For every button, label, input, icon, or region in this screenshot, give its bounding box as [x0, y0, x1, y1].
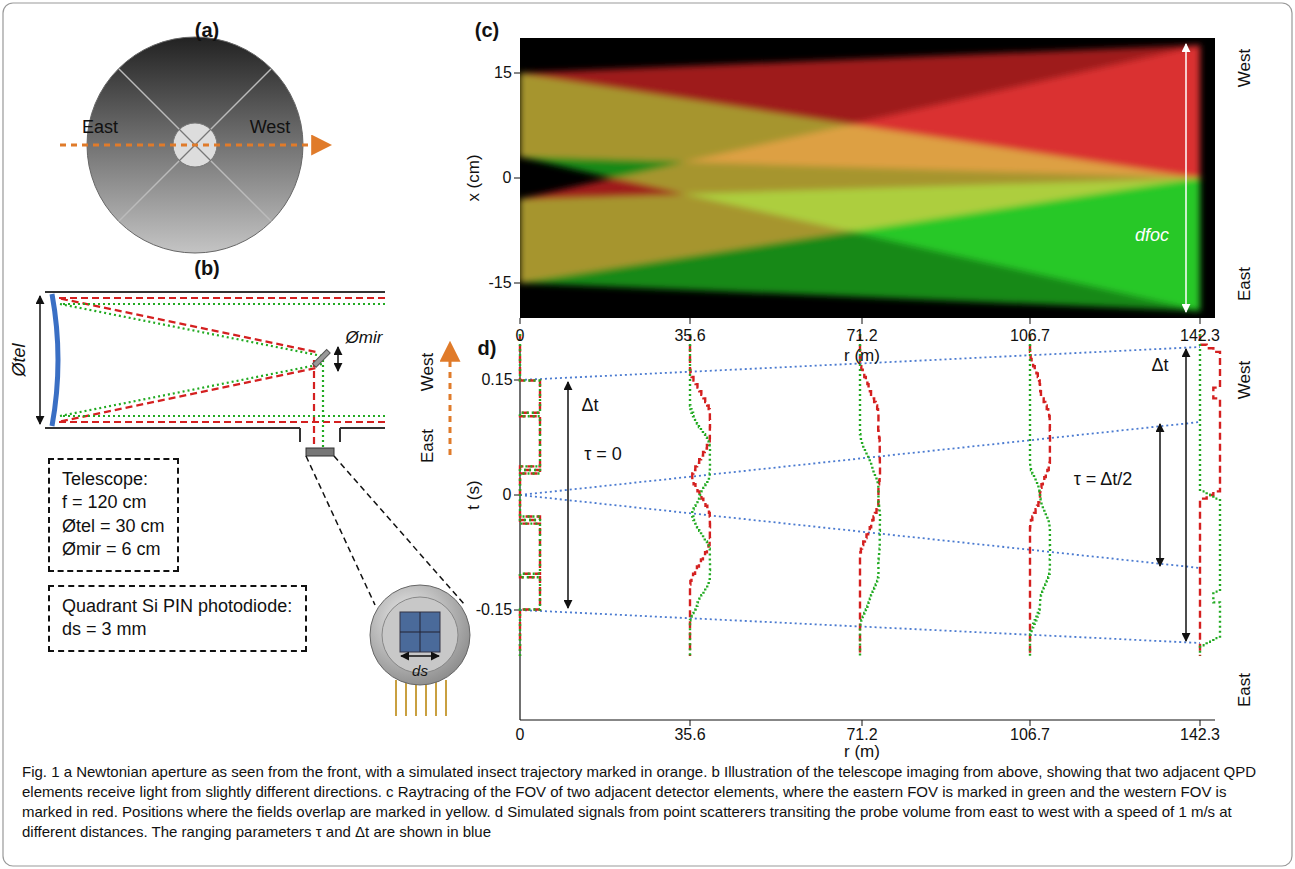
axis-label: 142.3 — [1180, 327, 1220, 345]
axis-label: 106.7 — [1010, 327, 1050, 345]
signal-trace — [1030, 334, 1050, 656]
signal-trace — [860, 334, 880, 656]
panel-label: (b) — [194, 257, 220, 279]
axis-label: 0 — [503, 486, 512, 504]
axis-label: West — [1236, 361, 1255, 399]
telescope-side — [40, 292, 465, 605]
axis-label: τ = Δt/2 — [1074, 470, 1133, 490]
axis-label: Δt — [581, 396, 598, 416]
axis-label: 71.2 — [846, 726, 877, 744]
signal-trace — [690, 334, 710, 656]
signal-trace — [520, 334, 540, 656]
signal-trace — [690, 334, 710, 656]
aperture-front — [60, 37, 328, 253]
panel-label: (a) — [195, 19, 219, 41]
spec-text: ds = 3 mm — [62, 618, 293, 641]
axis-label: dfoc — [1135, 226, 1169, 246]
axis-label: 0 — [516, 327, 525, 345]
axis-label: 0 — [503, 169, 512, 187]
axis-label: 142.3 — [1180, 726, 1220, 744]
axis-label: East — [82, 118, 118, 138]
spec-text: f = 120 cm — [62, 491, 165, 514]
figure-caption: Fig. 1 a Newtonian aperture as seen from… — [22, 762, 1272, 842]
axis-label: -0.15 — [476, 601, 512, 619]
fov-raytrace — [514, 38, 1215, 324]
axis-label: East — [419, 429, 438, 463]
axis-label: West — [250, 118, 291, 138]
signal-trace — [860, 334, 880, 656]
axis-label: t (s) — [465, 480, 484, 509]
axis-label: 0 — [516, 726, 525, 744]
axis-label: -15 — [488, 274, 511, 292]
axis-label: Øtel — [10, 343, 30, 376]
axis-label: τ = 0 — [584, 445, 622, 465]
spec-box: Quadrant Si PIN photodiode:ds = 3 mm — [48, 585, 307, 652]
panel-label: d) — [478, 337, 497, 359]
signal-trace — [1200, 334, 1220, 656]
photodiode-photo — [370, 585, 470, 716]
signal-trace — [1030, 334, 1050, 656]
axis-label: Δt — [1151, 356, 1168, 376]
axis-label: r (m) — [844, 743, 880, 762]
signal-trace — [1200, 334, 1220, 656]
axis-label: 35.6 — [674, 726, 705, 744]
signal-plot — [514, 334, 1220, 726]
spec-text: Quadrant Si PIN photodiode: — [62, 595, 293, 618]
figure-frame — [3, 3, 1292, 866]
spec-text: Telescope: — [62, 468, 165, 491]
axis-label: x (cm) — [465, 154, 484, 201]
axis-label: Ømir — [346, 329, 383, 348]
axis-label: East — [1236, 673, 1255, 707]
axis-label: r (m) — [844, 347, 880, 366]
spec-text: Ømir = 6 cm — [62, 538, 165, 561]
axis-label: 0.15 — [481, 371, 512, 389]
fov-field — [520, 73, 1200, 311]
spec-text: Øtel = 30 cm — [62, 515, 165, 538]
axis-label: West — [419, 353, 438, 391]
axis-label: East — [1236, 267, 1255, 301]
axis-label: 15 — [494, 64, 512, 82]
axis-label: 71.2 — [846, 327, 877, 345]
axis-label: West — [1236, 49, 1255, 87]
axis-label: 106.7 — [1010, 726, 1050, 744]
signal-trace — [520, 334, 540, 656]
axis-label: ds — [412, 663, 428, 680]
axis-label: 35.6 — [674, 327, 705, 345]
spec-box: Telescope:f = 120 cmØtel = 30 cmØmir = 6… — [48, 458, 179, 572]
panel-label: (c) — [475, 19, 499, 41]
